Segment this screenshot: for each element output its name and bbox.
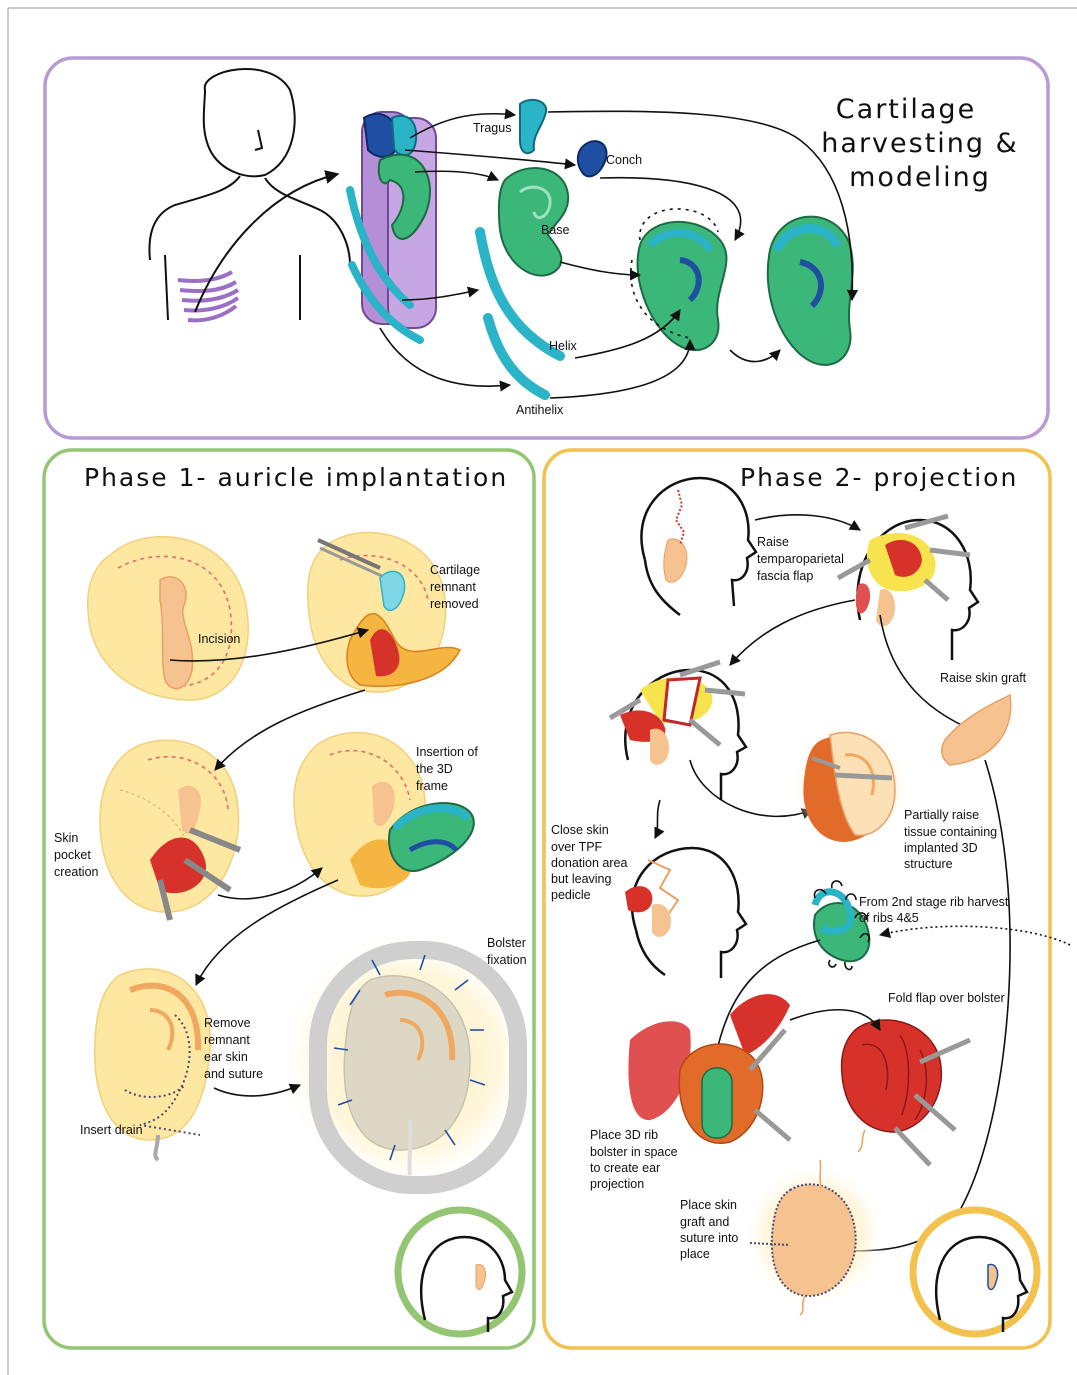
helix-label: Helix xyxy=(549,339,578,353)
skin-pocket-label-3: creation xyxy=(54,865,99,879)
skin-pocket-label-2: pocket xyxy=(54,848,91,862)
incision-label: Incision xyxy=(198,632,240,646)
harvest-title-line-3: modeling xyxy=(849,162,991,193)
raise-tpf-label-3: fascia flap xyxy=(757,569,813,583)
remove-skin-label-1: Remove xyxy=(204,1016,251,1030)
sutured-skin-graft-illustration xyxy=(743,1160,887,1315)
rib-bolster-placement-illustration xyxy=(628,994,790,1143)
skin-graft-shape xyxy=(942,695,1011,765)
arrow-head3-to-head4 xyxy=(655,800,660,838)
harvest-title-line-1: Cartilage xyxy=(836,94,976,125)
bolster-label-1: Bolster xyxy=(487,936,526,950)
raise-tpf-label-1: Raise xyxy=(757,535,789,549)
close-skin-label-2: over TPF xyxy=(551,840,603,854)
incision-illustration xyxy=(88,537,248,700)
assembled-cartilage-frame xyxy=(631,209,727,350)
tragus-label: Tragus xyxy=(473,121,511,135)
phase2-title: Phase 2- projection xyxy=(740,463,1018,492)
place-bolster-label-2: bolster in space xyxy=(590,1145,678,1159)
place-graft-label-4: place xyxy=(680,1247,710,1261)
remove-skin-label-2: remnant xyxy=(204,1033,250,1047)
cartilage-removed-label-1: Cartilage xyxy=(430,563,480,577)
place-graft-label-2: graft and xyxy=(680,1215,729,1229)
rib-harvest-label-2: of ribs 4&5 xyxy=(859,911,919,925)
phase1-panel: Phase 1- auricle implantation Incision C… xyxy=(44,450,538,1348)
harvest-panel: Tragus Conch Base Helix Antihelix xyxy=(45,58,1048,438)
fold-flap-label: Fold flap over bolster xyxy=(888,991,1005,1005)
place-bolster-label-3: to create ear xyxy=(590,1161,660,1175)
antihelix-shape xyxy=(488,318,545,395)
antihelix-label: Antihelix xyxy=(516,403,564,417)
base-label: Base xyxy=(541,223,570,237)
close-skin-label-3: donation area xyxy=(551,856,628,870)
place-graft-label-1: Place skin xyxy=(680,1198,737,1212)
conch-shape xyxy=(578,141,607,176)
skin-pocket-illustration xyxy=(100,740,240,920)
place-bolster-label-1: Place 3D rib xyxy=(590,1128,658,1142)
bolster-fixation-illustration xyxy=(278,930,538,1190)
insertion-label-3: frame xyxy=(416,779,448,793)
arrow-head2-to-head3 xyxy=(730,600,855,665)
rib-harvest-label-1: From 2nd stage rib harvest xyxy=(859,895,1009,909)
raise-tpf-label-2: temparoparietal xyxy=(757,552,844,566)
close-skin-label-4: but leaving xyxy=(551,872,612,886)
close-skin-label-5: pedicle xyxy=(551,888,591,902)
final-ear-frame xyxy=(768,217,853,365)
partially-raise-label-4: structure xyxy=(904,857,953,871)
tpf-marking-head xyxy=(641,478,756,615)
remove-skin-label-3: ear skin xyxy=(204,1050,248,1064)
phase1-head-icon xyxy=(398,1210,522,1334)
raise-skin-graft-label: Raise skin graft xyxy=(940,671,1027,685)
remove-skin-label-4: and suture xyxy=(204,1067,263,1081)
cartilage-removed-label-3: removed xyxy=(430,597,479,611)
partially-raise-label-1: Partially raise xyxy=(904,808,979,822)
place-graft-label-3: suture into xyxy=(680,1231,738,1245)
close-skin-label-1: Close skin xyxy=(551,823,609,837)
partially-raise-label-2: tissue containing xyxy=(904,825,997,839)
cartilage-removed-label-2: remnant xyxy=(430,580,476,594)
phase2-panel: Phase 2- projection Raise temparoparieta… xyxy=(544,450,1070,1348)
rib-cage-icon xyxy=(178,272,238,320)
harvested-cartilage-block xyxy=(350,112,436,340)
place-bolster-label-4: projection xyxy=(590,1177,644,1191)
arrow-head1-to-head2 xyxy=(755,515,860,530)
bolster-label-2: fixation xyxy=(487,953,527,967)
skin-pocket-label-1: Skin xyxy=(54,831,78,845)
base-shape xyxy=(499,168,568,276)
folded-flap-illustration xyxy=(842,1020,970,1165)
insert-drain-label: Insert drain xyxy=(80,1123,143,1137)
closed-skin-head xyxy=(625,848,746,978)
person-torso-figure xyxy=(149,69,350,320)
partially-raise-label-3: implanted 3D xyxy=(904,841,978,855)
tpf-flap-head xyxy=(610,662,746,800)
harvest-title-line-2: harvesting & xyxy=(821,128,1018,159)
phase1-title: Phase 1- auricle implantation xyxy=(84,463,508,492)
tpf-raised-head xyxy=(838,516,978,660)
conch-label: Conch xyxy=(606,153,642,167)
partially-raised-ear xyxy=(790,725,910,845)
arrow-rib-harvest-dotted xyxy=(880,926,1070,945)
insertion-label-2: the 3D xyxy=(416,762,453,776)
tragus-shape xyxy=(520,100,546,153)
phase2-head-icon xyxy=(913,1210,1037,1334)
insertion-label-1: Insertion of xyxy=(416,745,478,759)
cartilage-removal-illustration xyxy=(308,533,460,693)
